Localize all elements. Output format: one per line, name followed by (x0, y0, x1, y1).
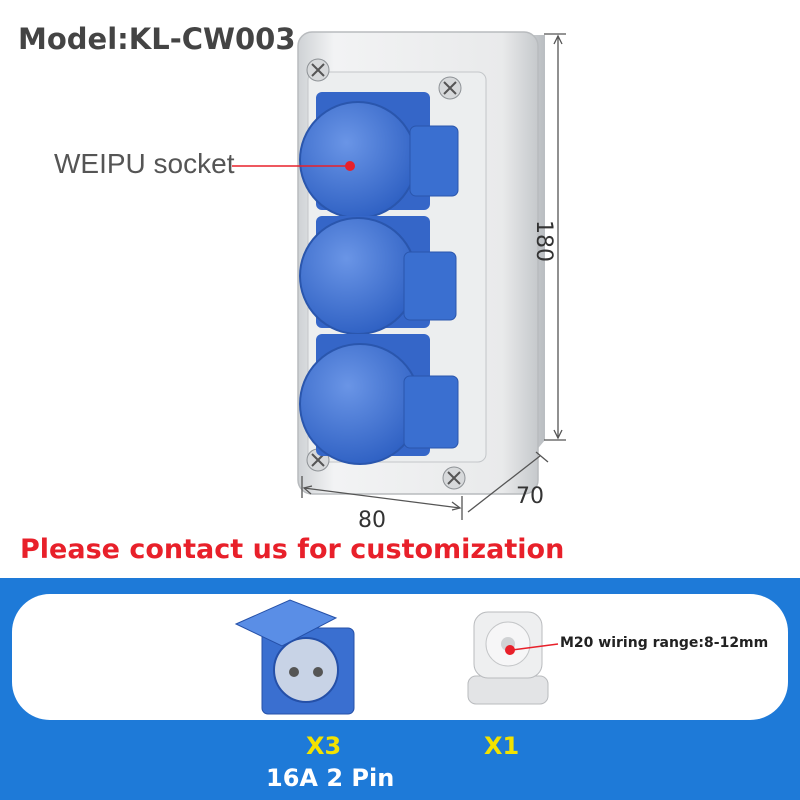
gland-callout-line (511, 643, 559, 651)
socket-top (299, 92, 459, 219)
socket-spec: 16A 2 Pin (266, 764, 395, 792)
gland-spec-label: M20 wiring range:8-12mm (560, 635, 769, 651)
depth-dimension: 70 (516, 484, 544, 509)
accessories-panel (12, 594, 788, 720)
screw-icon (306, 58, 330, 82)
width-dimension: 80 (358, 508, 386, 533)
socket-bottom (299, 334, 459, 465)
socket-callout-label: WEIPU socket (54, 148, 235, 179)
depth-dimension-line (467, 451, 549, 513)
screw-icon (442, 466, 466, 490)
gland-quantity: X1 (484, 732, 520, 760)
socket-quantity: X3 (306, 732, 342, 760)
customization-notice: Please contact us for customization (20, 534, 565, 565)
cable-gland-icon (467, 611, 549, 705)
height-dimension-line (544, 33, 566, 441)
blue-socket-icon (234, 599, 355, 715)
model-title: Model:KL-CW003 (18, 22, 296, 56)
width-dimension-line (301, 476, 463, 520)
socket-middle (299, 216, 457, 335)
screw-icon (438, 76, 462, 100)
